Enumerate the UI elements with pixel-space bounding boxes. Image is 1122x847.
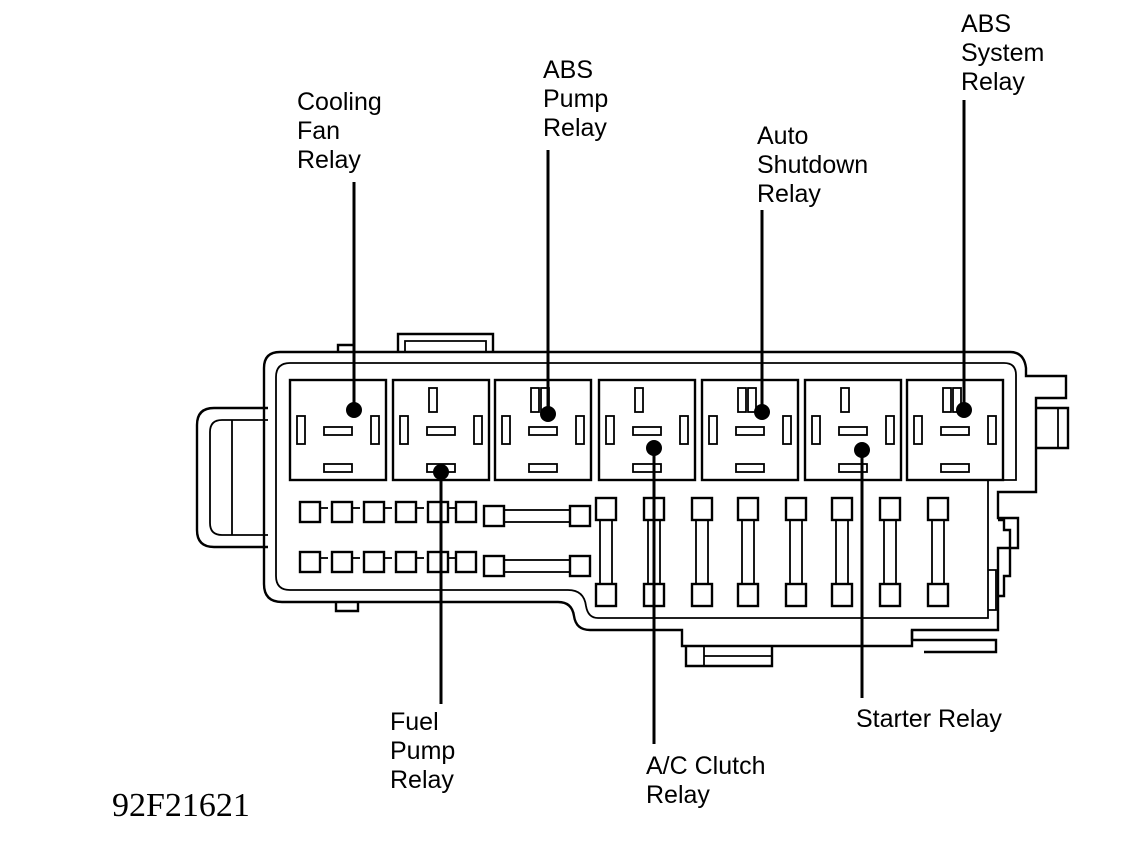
label-abs-system-relay: ABS System Relay bbox=[961, 10, 1045, 96]
bottom-tabs bbox=[334, 602, 998, 668]
callout-leaders bbox=[346, 100, 972, 744]
label-starter-relay: Starter Relay bbox=[856, 705, 1002, 733]
mini-fuse bbox=[426, 550, 456, 574]
label-ac-clutch-relay: A/C Clutch Relay bbox=[646, 752, 766, 809]
leader-abs-system-relay bbox=[956, 100, 972, 418]
mini-fuse bbox=[426, 500, 456, 524]
figure-code: 92F21621 bbox=[112, 787, 250, 824]
relay-socket bbox=[493, 378, 593, 482]
vertical-fuse bbox=[784, 496, 808, 608]
leader-abs-pump-relay bbox=[540, 150, 556, 422]
leader-cooling-fan-relay bbox=[346, 182, 362, 418]
mini-fuse bbox=[394, 550, 424, 574]
label-abs-pump-relay: ABS Pump Relay bbox=[543, 56, 609, 142]
cartridge-fuse bbox=[482, 504, 592, 528]
vertical-fuse bbox=[594, 496, 618, 608]
vertical-fuse bbox=[690, 496, 714, 608]
relay-socket bbox=[288, 378, 388, 482]
relay-socket bbox=[905, 378, 1005, 482]
mini-fuse bbox=[330, 550, 360, 574]
mini-fuse bbox=[298, 550, 328, 574]
mini-fuse bbox=[454, 550, 478, 574]
relay-socket bbox=[597, 378, 697, 482]
mini-fuse bbox=[454, 500, 478, 524]
label-auto-shutdown-relay: Auto Shutdown Relay bbox=[757, 122, 869, 208]
fuse-blocks bbox=[298, 496, 950, 608]
mini-fuse bbox=[394, 500, 424, 524]
leader-ac-clutch-relay bbox=[646, 440, 662, 744]
housing-outer bbox=[262, 350, 1068, 648]
mini-fuse bbox=[298, 500, 328, 524]
relay-sockets bbox=[288, 378, 1005, 482]
right-tabs bbox=[988, 406, 1070, 611]
housing-inner bbox=[275, 362, 1017, 619]
vertical-fuse bbox=[926, 496, 950, 608]
vertical-fuse bbox=[878, 496, 902, 608]
leader-auto-shutdown-relay bbox=[754, 210, 770, 420]
leader-starter-relay bbox=[854, 442, 870, 698]
left-handle bbox=[195, 406, 268, 549]
label-fuel-pump-relay: Fuel Pump Relay bbox=[390, 708, 456, 794]
label-cooling-fan-relay: Cooling Fan Relay bbox=[297, 88, 382, 174]
relay-socket bbox=[803, 378, 903, 482]
vertical-fuse bbox=[736, 496, 760, 608]
mini-fuse bbox=[362, 550, 392, 574]
relay-socket bbox=[700, 378, 800, 482]
top-tabs bbox=[336, 332, 495, 352]
mini-fuse bbox=[330, 500, 360, 524]
leader-fuel-pump-relay bbox=[433, 464, 449, 704]
vertical-fuse bbox=[830, 496, 854, 608]
cartridge-fuse bbox=[482, 554, 592, 578]
mini-fuse bbox=[362, 500, 392, 524]
